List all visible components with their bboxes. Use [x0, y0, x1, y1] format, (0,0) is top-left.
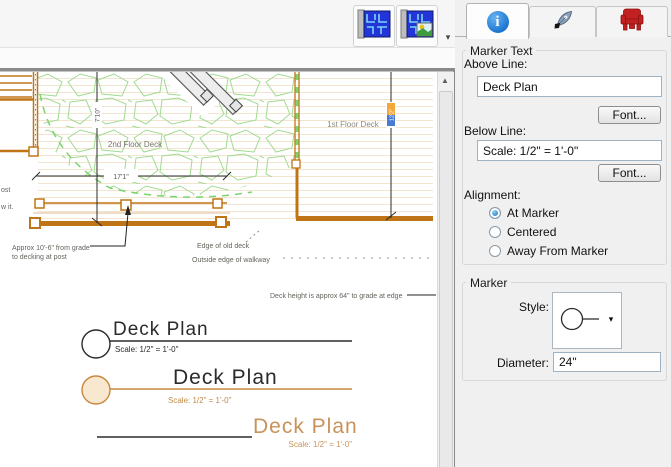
- font-button-above[interactable]: Font...: [598, 106, 661, 124]
- diameter-input[interactable]: [553, 352, 661, 372]
- dim-label-2nd-floor-height: 7'10": [95, 107, 102, 122]
- stairs: [163, 72, 244, 118]
- toolbar-dropdown-caret[interactable]: ▾: [445, 32, 451, 42]
- alignment-label: Alignment:: [464, 188, 521, 202]
- svg-text:Outside edge of walkway: Outside edge of walkway: [192, 257, 270, 264]
- above-line-input[interactable]: [477, 76, 662, 97]
- marker-style-dropdown[interactable]: [552, 292, 622, 349]
- radio-away-from-marker[interactable]: Away From Marker: [489, 244, 608, 258]
- diameter-label: Diameter:: [496, 356, 549, 370]
- marker-text-group-label: Marker Text: [466, 44, 537, 58]
- info-icon: i: [486, 10, 509, 33]
- pen-icon: [550, 7, 576, 38]
- marker-sample-black: Deck Plan Scale: 1/2" = 1'-0": [81, 319, 352, 359]
- radio-dot-at-marker[interactable]: [489, 207, 501, 219]
- scroll-up-button[interactable]: ▲: [441, 76, 449, 85]
- svg-text:Deck Plan: Deck Plan: [173, 366, 278, 389]
- svg-text:Deck height is approx 64" to g: Deck height is approx 64" to grade at ed…: [270, 293, 403, 300]
- svg-text:ost: ost: [1, 187, 10, 194]
- scrollbar-thumb[interactable]: [439, 91, 453, 467]
- svg-text:Deck Plan: Deck Plan: [113, 319, 209, 340]
- radio-centered[interactable]: Centered: [489, 225, 556, 239]
- marker-group-label: Marker: [466, 276, 512, 290]
- svg-text:Deck Plan: Deck Plan: [253, 415, 358, 438]
- chair-icon: [619, 7, 645, 38]
- deck-structure: [0, 72, 433, 229]
- canvas-top-border-light: [0, 71, 455, 72]
- marker-text-group: [462, 50, 667, 265]
- style-dropdown-caret[interactable]: ▾: [608, 314, 614, 324]
- marker-sample-tan-circle: Deck Plan Scale: 1/2" = 1'-0": [81, 366, 352, 405]
- svg-text:Approx 10'-6" from grade: Approx 10'-6" from grade: [12, 245, 90, 252]
- svg-text:Scale: 1/2" = 1'-0": Scale: 1/2" = 1'-0": [289, 440, 353, 449]
- font-button-below[interactable]: Font...: [598, 164, 661, 182]
- marker-group: [462, 282, 667, 381]
- blueprint-icon: [357, 8, 391, 45]
- radio-dot-away-from-marker[interactable]: [489, 245, 501, 257]
- svg-text:Edge of old deck: Edge of old deck: [197, 243, 250, 250]
- annotations: ost w it. Approx 10'-6" from grade to de…: [0, 187, 403, 300]
- marker-style-preview: [560, 307, 599, 331]
- below-line-label: Below Line:: [464, 124, 527, 138]
- radio-dot-centered[interactable]: [489, 226, 501, 238]
- dimension-lines: [31, 72, 397, 227]
- svg-text:w it.: w it.: [0, 204, 14, 211]
- tab-pen-style[interactable]: [529, 6, 596, 37]
- deck-plan-drawing: 7'10" 17'1" 12'2" 2nd Floor Deck 1st Flo…: [0, 72, 436, 449]
- svg-text:Scale: 1/2" = 1'-0": Scale: 1/2" = 1'-0": [168, 396, 232, 405]
- above-line-label: Above Line:: [464, 57, 528, 71]
- blueprint-image-icon: [400, 8, 434, 45]
- tab-info[interactable]: i: [466, 3, 529, 39]
- marker-sample-tan-text: Deck Plan Scale: 1/2" = 1'-0": [97, 415, 358, 449]
- canvas-top-border: [0, 68, 455, 71]
- plan-view-button[interactable]: [353, 5, 395, 47]
- toolbar-second-row: [0, 48, 455, 68]
- svg-text:to decking at post: to decking at post: [12, 254, 67, 261]
- below-line-input[interactable]: [477, 140, 662, 161]
- svg-text:Scale: 1/2" = 1'-0": Scale: 1/2" = 1'-0": [115, 345, 179, 354]
- tab-furniture[interactable]: [596, 6, 668, 37]
- plan-image-view-button[interactable]: [396, 5, 438, 47]
- dim-label-1st-floor-height: 12'2": [390, 109, 396, 121]
- radio-at-marker[interactable]: At Marker: [489, 206, 559, 220]
- plan-drawing-canvas[interactable]: 7'10" 17'1" 12'2" 2nd Floor Deck 1st Flo…: [0, 72, 437, 467]
- canvas-right-border: [453, 68, 455, 467]
- style-label: Style:: [518, 300, 549, 314]
- first-floor-deck-label: 1st Floor Deck: [327, 120, 380, 129]
- second-floor-deck-label: 2nd Floor Deck: [108, 140, 163, 149]
- dim-label-width: 17'1": [113, 174, 129, 181]
